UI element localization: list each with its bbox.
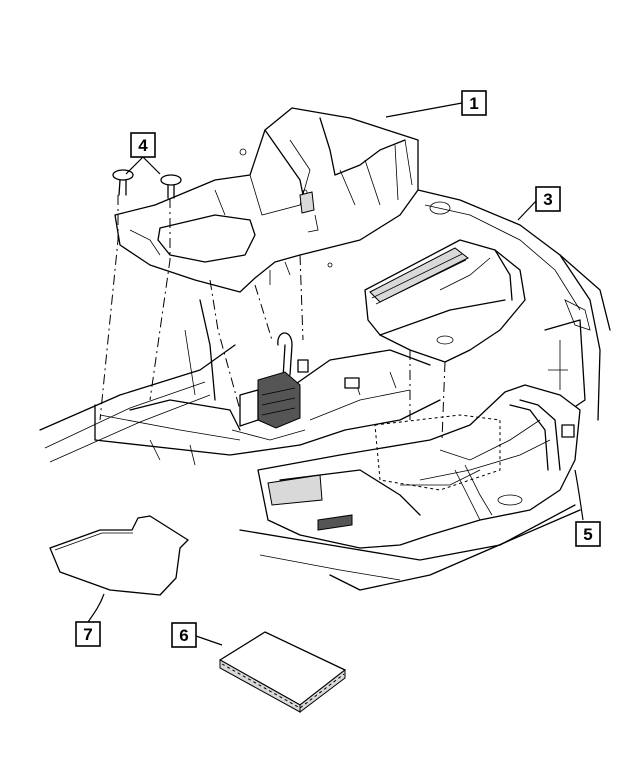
floor-mat	[49, 515, 189, 596]
callout-4-label: 4	[138, 136, 148, 155]
rear-carpet	[257, 384, 581, 549]
shifter-assembly	[231, 332, 306, 441]
callout-1: 1	[385, 90, 487, 118]
callout-5: 5	[574, 469, 601, 547]
push-pin-fasteners	[112, 169, 182, 199]
assembly-lines	[99, 195, 446, 441]
callout-7-label: 7	[83, 625, 92, 644]
callout-6-label: 6	[179, 626, 188, 645]
callout-5-label: 5	[583, 525, 592, 544]
callout-3-label: 3	[543, 190, 552, 209]
callout-3: 3	[517, 186, 561, 221]
callout-7: 7	[75, 593, 105, 647]
rear-floor-panel	[364, 239, 526, 363]
callout-6: 6	[171, 622, 223, 648]
callout-4: 4	[125, 132, 161, 175]
silencer-pad	[219, 631, 346, 714]
front-carpet-assembly	[114, 107, 419, 293]
callout-1-label: 1	[469, 94, 478, 113]
